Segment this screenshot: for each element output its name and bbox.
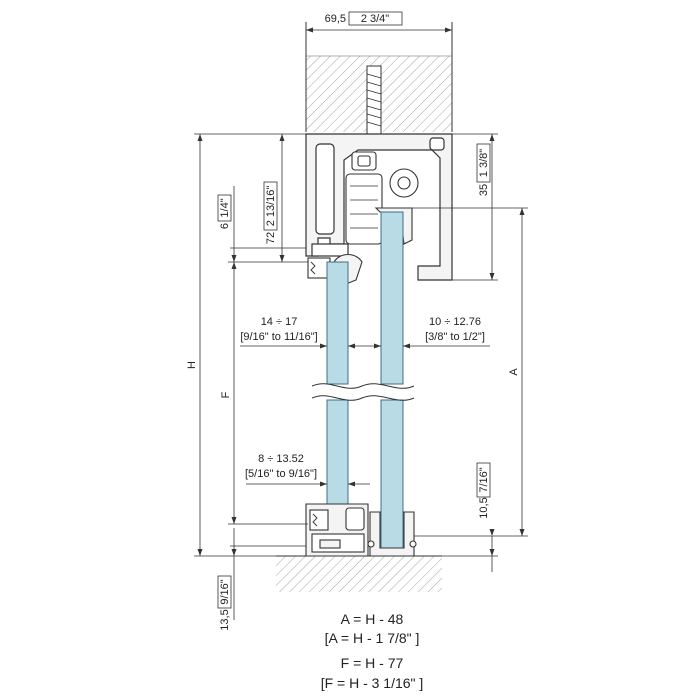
svg-text:6: 6 xyxy=(219,223,231,229)
top-width-value: 69,5 xyxy=(325,13,346,25)
dim-6-label: 6 1/4" xyxy=(217,194,232,229)
dim-13-5-label: 13,5 9/16" xyxy=(217,575,232,631)
bottom-gap-imperial: [5/16" to 9/16"] xyxy=(245,468,317,480)
glass-right-imperial: [3/8" to 1/2"] xyxy=(425,331,485,343)
label-h: H xyxy=(186,361,198,369)
bottom-left-guide xyxy=(305,503,369,557)
formula-a: A = H - 48 xyxy=(341,611,404,627)
glass-right-range: 10 ÷ 12.76 xyxy=(429,316,481,328)
break-line xyxy=(311,383,415,401)
label-f: F xyxy=(220,391,232,398)
svg-text:7/16": 7/16" xyxy=(478,467,490,492)
mounting-screw xyxy=(366,65,382,135)
top-track-profile xyxy=(305,133,453,281)
glass-left-range: 14 ÷ 17 xyxy=(261,316,298,328)
svg-text:1 3/8": 1 3/8" xyxy=(478,149,490,177)
formula-a-imperial: [A = H - 1 7/8" ] xyxy=(325,630,420,646)
floor-block xyxy=(276,555,442,592)
svg-text:35: 35 xyxy=(478,184,490,196)
top-width-dimension: 69,5 2 3/4" xyxy=(306,11,452,33)
svg-text:1/4": 1/4" xyxy=(219,198,231,217)
dimension-arrows xyxy=(197,134,525,556)
bottom-gap-range: 8 ÷ 13.52 xyxy=(258,453,304,465)
top-width-imperial: 2 3/4" xyxy=(361,13,389,25)
formulas: A = H - 48 [A = H - 1 7/8" ] F = H - 77 … xyxy=(321,611,424,691)
svg-text:10,5: 10,5 xyxy=(478,497,490,518)
dim-10-5-label: 10,5 7/16" xyxy=(476,462,491,519)
glass-thickness-arrows xyxy=(320,343,410,487)
formula-f: F = H - 77 xyxy=(341,655,404,671)
glass-left-imperial: [9/16" to 11/16"] xyxy=(240,331,317,343)
svg-text:72: 72 xyxy=(265,232,277,244)
dim-35-label: 35 1 3/8" xyxy=(476,143,491,196)
label-a: A xyxy=(508,368,520,376)
dim-72-label: 72 2 13/16" xyxy=(263,181,278,244)
svg-text:2 13/16": 2 13/16" xyxy=(265,186,277,227)
glass-panel-left xyxy=(326,261,349,513)
dimension-lines xyxy=(194,133,528,620)
glass-panel-right xyxy=(380,211,404,549)
bottom-right-guide xyxy=(367,511,417,557)
svg-text:13,5: 13,5 xyxy=(219,609,231,630)
formula-f-imperial: [F = H - 3 1/16" ] xyxy=(321,675,424,691)
svg-text:9/16": 9/16" xyxy=(219,579,231,604)
